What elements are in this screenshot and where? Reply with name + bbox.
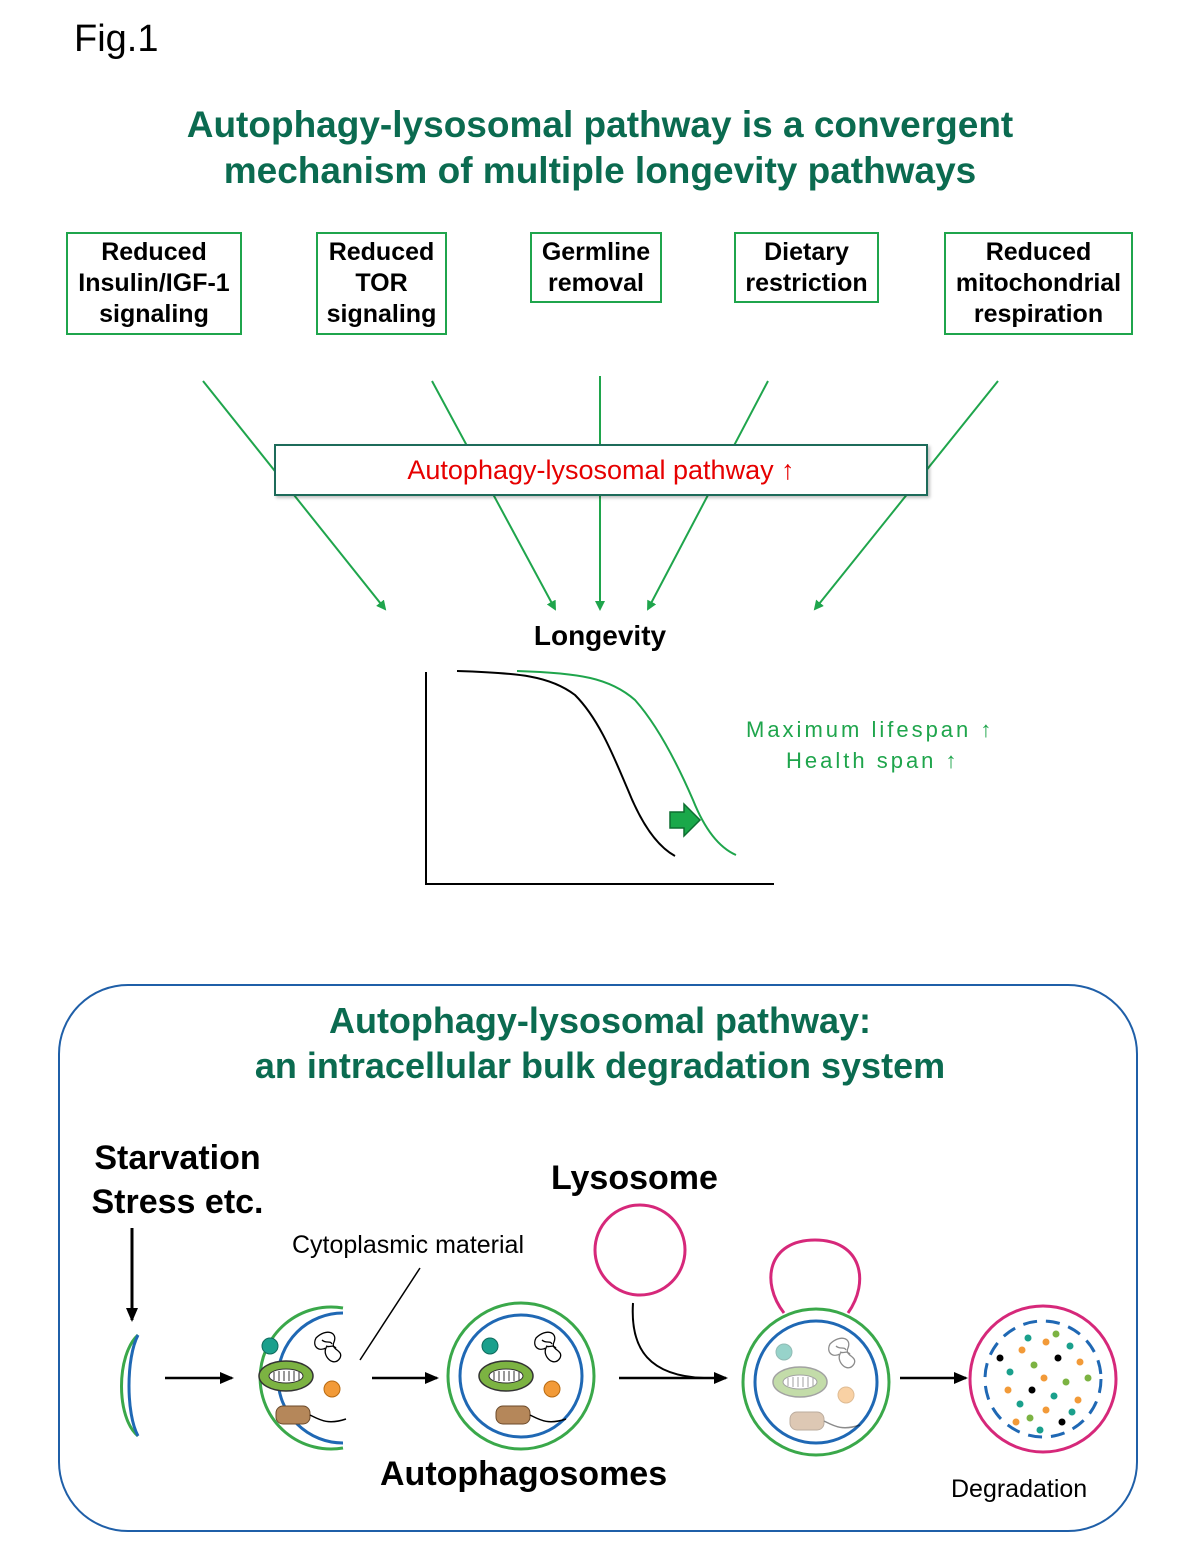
autophagy-pathway-box: Autophagy-lysosomal pathway ↑: [274, 444, 928, 496]
pathway-box-tor: Reduced TOR signaling: [316, 232, 447, 335]
pathway-box-germline-line-1: Germline: [541, 237, 651, 266]
pathway-box-dietary-line-1: Dietary: [764, 237, 849, 266]
top-title-line-1: Autophagy-lysosomal pathway is a converg…: [186, 104, 1014, 145]
health-span-label: Health span ↑: [786, 748, 960, 773]
cytoplasmic-material-label: Cytoplasmic material: [292, 1231, 525, 1259]
stimulus-line-2: Stress etc.: [91, 1183, 264, 1221]
lysosome-icon: [593, 1203, 687, 1297]
pathway-box-dietary-line-2: restriction: [745, 268, 868, 297]
autophagosome-closed: [446, 1301, 596, 1451]
pathway-box-mito-line-2: mitochondrial: [955, 269, 1122, 297]
degradation-label: Degradation: [951, 1475, 1088, 1503]
bulk-degradation-panel: [58, 984, 1138, 1532]
pathway-box-germline: Germline removal: [530, 232, 662, 303]
figure-label: Fig.1: [74, 18, 159, 60]
phagophore-outer: [120, 1333, 140, 1438]
autolysosome-fusion: [741, 1238, 891, 1457]
extended-survival-curve: [516, 670, 737, 856]
lysosome-label: Lysosome: [551, 1159, 718, 1197]
pathway-box-mitochondrial: Reduced mitochondrial respiration: [944, 232, 1133, 335]
pathway-box-mito-line-1: Reduced: [985, 238, 1092, 266]
stimulus-label: Starvation Stress etc.: [70, 1136, 285, 1224]
control-survival-curve: [456, 670, 676, 857]
phagophore-inner: [127, 1334, 140, 1437]
bottom-title-line-2: an intracellular bulk degradation system: [254, 1045, 946, 1086]
survival-curve-plot: [425, 670, 774, 885]
pathway-box-germline-line-2: removal: [548, 268, 644, 297]
autophagy-process-diagram: [120, 1203, 1118, 1457]
stimulus-line-1: Starvation: [94, 1139, 261, 1177]
top-title-line-2: mechanism of multiple longevity pathways: [223, 150, 977, 191]
bottom-title-line-1: Autophagy-lysosomal pathway:: [328, 1000, 872, 1041]
pathway-box-insulin-line-3: signaling: [99, 300, 209, 328]
maximum-lifespan-label: Maximum lifespan ↑: [746, 717, 995, 742]
degradation-particles: [996, 1330, 1092, 1434]
pathway-box-tor-line-2: TOR: [355, 269, 408, 297]
shift-right-arrow-icon: [669, 802, 702, 838]
pathway-box-insulin: Reduced Insulin/IGF-1 signaling: [66, 232, 242, 335]
pathway-box-insulin-line-1: Reduced: [101, 238, 207, 266]
pathway-box-dietary: Dietary restriction: [734, 232, 879, 303]
autophagosomes-label: Autophagosomes: [380, 1455, 668, 1493]
pathway-box-tor-line-3: signaling: [326, 300, 437, 328]
longevity-label: Longevity: [533, 620, 667, 651]
pathway-box-tor-line-1: Reduced: [328, 238, 435, 266]
degradation-vesicle: [968, 1304, 1118, 1454]
pathway-box-insulin-line-2: Insulin/IGF-1: [78, 269, 230, 297]
pathway-box-mito-line-3: respiration: [973, 300, 1104, 328]
cytoplasmic-pointer-line: [359, 1267, 421, 1361]
lysosome-fusion-path: [631, 1302, 705, 1379]
autophagosome-forming: [258, 1305, 347, 1451]
